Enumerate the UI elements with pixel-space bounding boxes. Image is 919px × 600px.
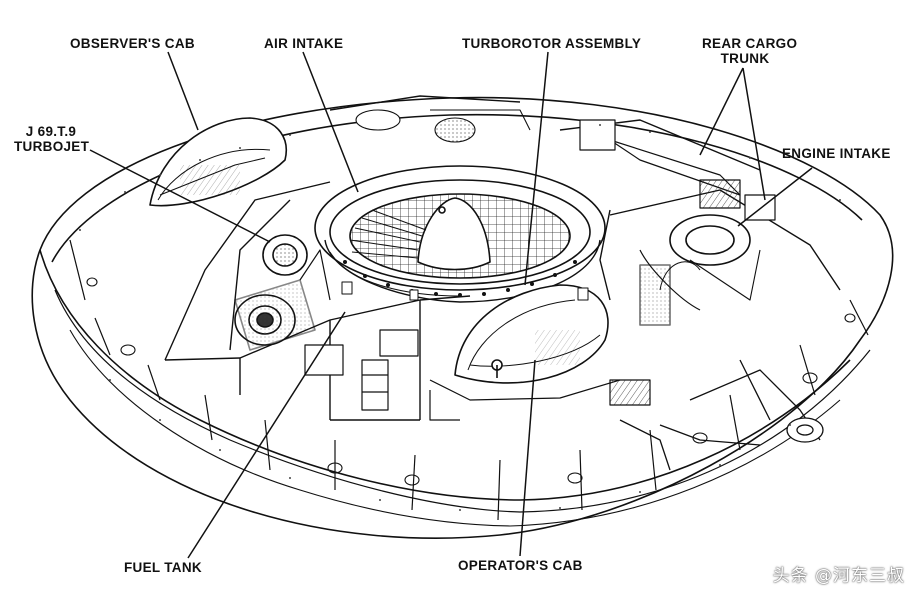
label-turbojet-line2: TURBOJET: [14, 139, 90, 154]
outer-hull: [31, 96, 894, 539]
leader-operators-cab: [519, 359, 536, 557]
turbojet-engine: [234, 234, 331, 351]
turborotor-spinner-cone: [417, 197, 491, 271]
label-rear-cargo-trunk-line2: TRUNK: [720, 51, 770, 66]
leader-lines: [89, 51, 813, 559]
leader-fuel-tank: [187, 311, 346, 559]
leader-observers-cab: [167, 51, 199, 131]
engine-intake: [639, 214, 761, 326]
observers-cab-canopy: [149, 117, 287, 207]
label-operators-cab: OPERATOR'S CAB: [458, 558, 583, 573]
label-engine-intake: ENGINE INTAKE: [782, 146, 891, 161]
label-observers-cab: OBSERVER'S CAB: [70, 36, 195, 51]
leader-engine-intake: [737, 167, 813, 227]
landing-gear: [619, 359, 824, 471]
upper-hatches: [355, 109, 531, 143]
rivet-pattern: [79, 124, 841, 511]
label-turbojet-line1: J 69.T.9: [25, 124, 77, 139]
deck-fittings: [341, 281, 589, 301]
leader-turborotor: [524, 51, 549, 286]
label-rear-cargo-trunk: REAR CARGO TRUNK: [702, 36, 798, 66]
leader-cargo-trunk-b: [742, 67, 766, 201]
label-turborotor-assembly: TURBOROTOR ASSEMBLY: [462, 36, 642, 51]
leader-air-intake: [302, 51, 359, 193]
label-air-intake: AIR INTAKE: [264, 36, 344, 51]
operators-cab-canopy: [454, 284, 609, 384]
label-fuel-tank: FUEL TANK: [124, 560, 202, 575]
label-rear-cargo-trunk-line1: REAR CARGO: [702, 36, 798, 51]
leader-turbojet: [89, 149, 271, 243]
operator-cab-floor: [429, 379, 651, 421]
rim-portholes: [86, 277, 856, 486]
watermark: 头条 @河东三叔: [772, 566, 905, 586]
rim-panel-ribs: [69, 239, 869, 521]
fuel-tank-section: [304, 329, 420, 421]
leader-cargo-trunk-a: [699, 67, 744, 156]
label-turbojet: J 69.T.9 TURBOJET: [14, 124, 90, 154]
turborotor-vanes: [349, 209, 427, 259]
